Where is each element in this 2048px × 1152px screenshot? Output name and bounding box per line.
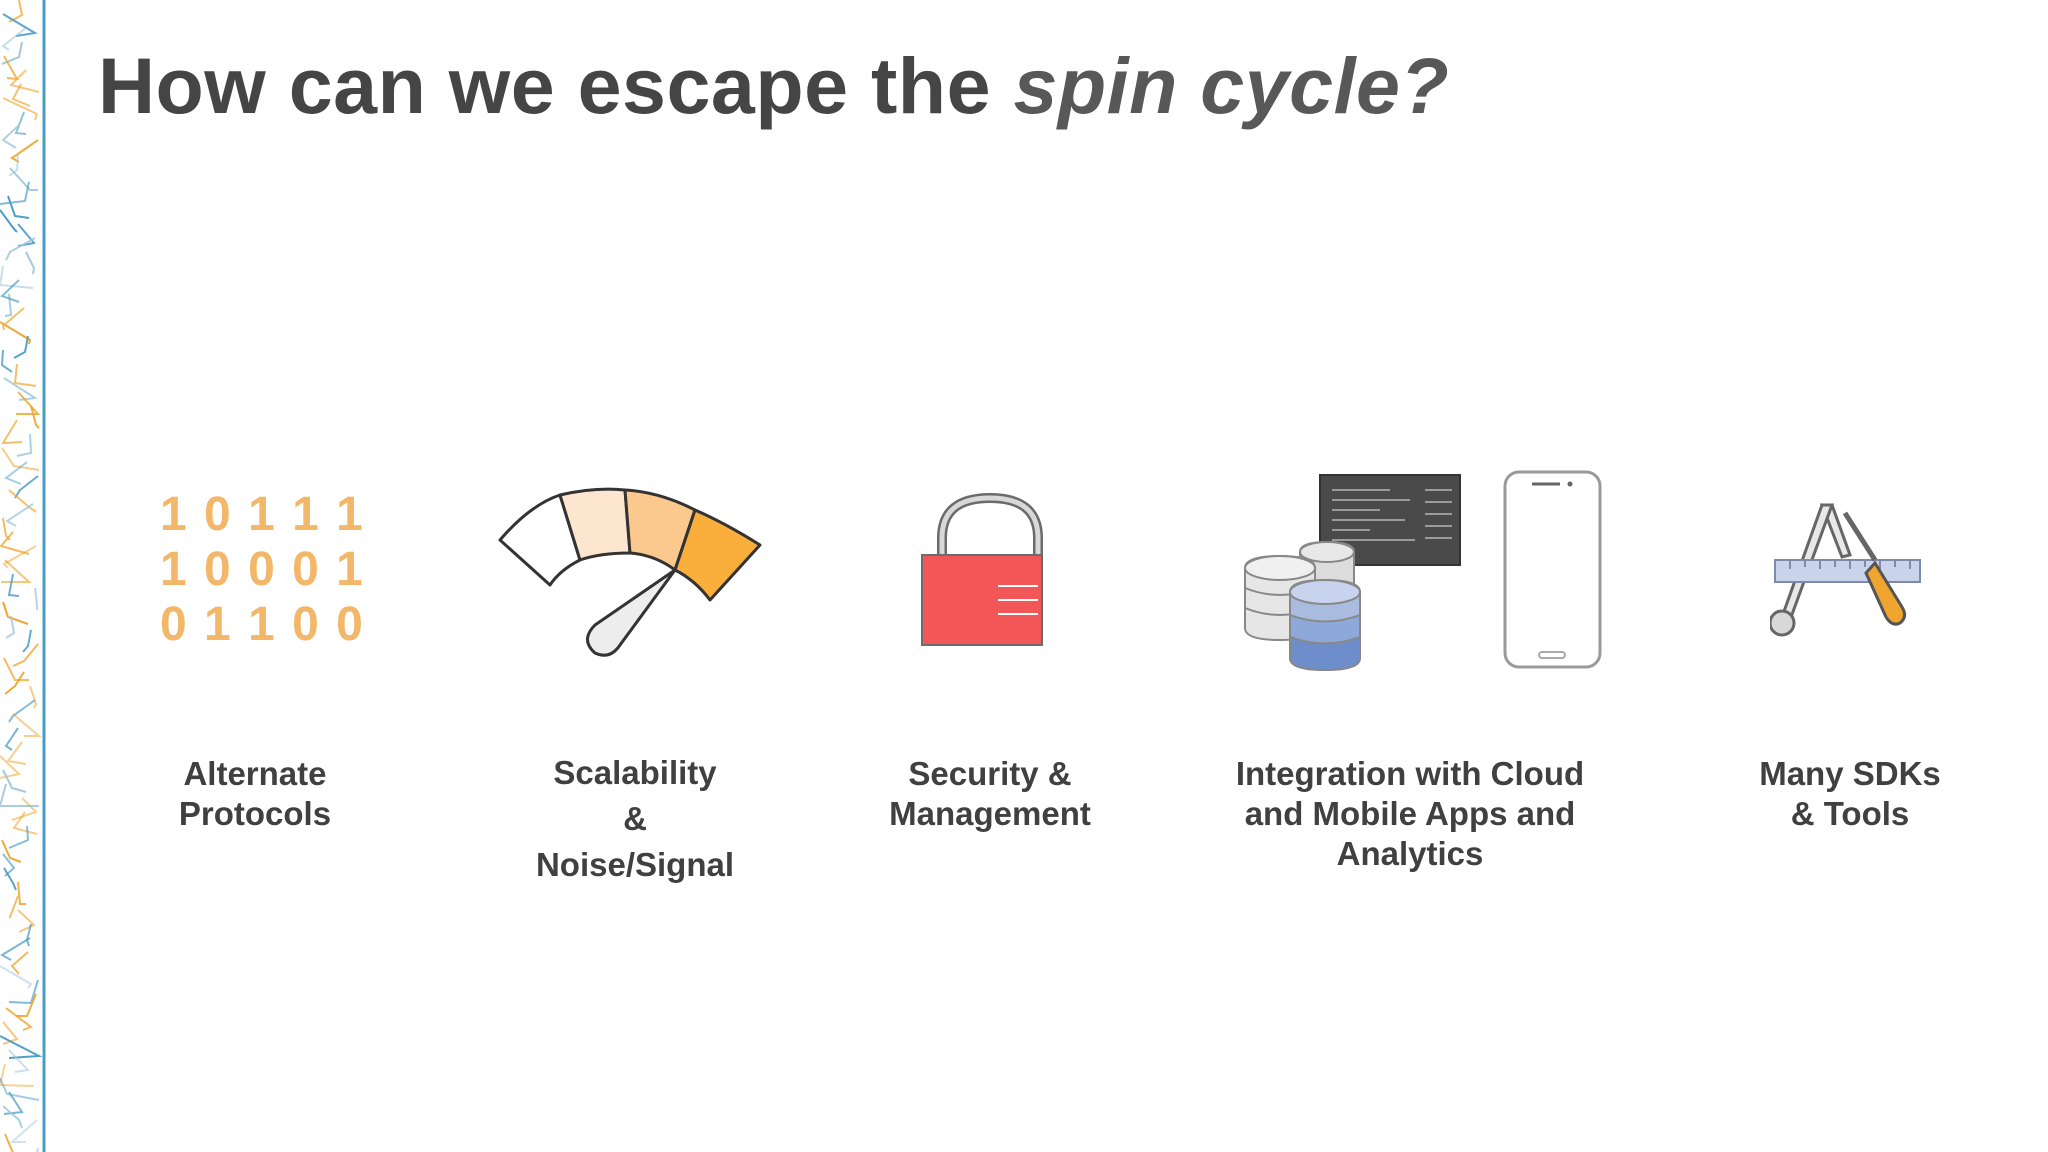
caption-line: Management [889, 795, 1091, 832]
circuit-line [0, 937, 31, 961]
circuit-line [0, 265, 34, 289]
binary-row-3: 0 1 1 0 0 1 1 0 [160, 598, 380, 651]
database-monitor-phone-icon [1244, 470, 1602, 672]
circuit-line [12, 713, 42, 737]
caption-line: Integration with Cloud [1235, 755, 1585, 792]
binary-row-1: 1 0 1 1 1 0 1 1 [160, 488, 380, 541]
circuit-line [2, 545, 37, 569]
caption-security: Security & Management [860, 754, 1120, 834]
circuit-line [8, 1049, 31, 1073]
circuit-line [1, 27, 27, 51]
circuit-line [2, 517, 11, 541]
circuit-line [14, 111, 27, 135]
circuit-line [9, 1119, 38, 1143]
speedometer-gauge-icon [498, 487, 762, 657]
circuit-line [16, 993, 37, 1017]
caption-line: Many SDKs [1759, 755, 1941, 792]
caption-line: Security & [908, 755, 1072, 792]
circuit-line [17, 909, 36, 933]
circuit-line [0, 783, 39, 807]
circuit-line [3, 461, 28, 485]
circuit-line [0, 531, 30, 555]
circuit-line [0, 1063, 35, 1087]
circuit-line [6, 741, 27, 765]
circuit-line [7, 195, 30, 219]
circuit-line [17, 881, 26, 905]
circuit-line [0, 321, 32, 345]
title-text: How can we escape the [98, 41, 1014, 130]
caption-line: Analytics [1336, 835, 1484, 872]
circuit-line [34, 587, 38, 610]
circuit-line [9, 895, 19, 918]
circuit-line [4, 727, 19, 751]
circuit-line [0, 181, 30, 205]
circuit-line [1, 559, 32, 583]
circuit-line [13, 335, 29, 359]
circuit-line [4, 671, 25, 695]
caption-line: and Mobile Apps and [1244, 795, 1576, 832]
circuit-line [5, 503, 34, 527]
caption-line: & Tools [1790, 795, 1910, 832]
circuit-line [22, 629, 32, 653]
circuit-line [11, 797, 38, 821]
slide-title: How can we escape the spin cycle? [98, 40, 1449, 132]
circuit-line [2, 13, 38, 37]
binary-row-2: 1 0 0 0 1 0 0 0 [160, 543, 380, 596]
circuit-line [2, 97, 39, 121]
circuit-line [0, 349, 13, 373]
circuit-line [1, 447, 40, 471]
caption-line: & [623, 800, 647, 837]
circuit-line [5, 615, 16, 639]
title-emphasis: spin cycle? [1013, 41, 1450, 130]
circuit-line [12, 643, 39, 667]
circuit-line [10, 951, 29, 975]
circuit-line [1, 307, 25, 331]
circuit-line [2, 769, 27, 793]
circuit-line [1, 419, 23, 445]
binary-digits-icon: 1 0 1 1 1 0 1 1 1 0 0 0 1 0 0 0 0 1 1 0 … [160, 488, 380, 651]
circuit-line [8, 979, 39, 1005]
circuit-line [13, 363, 37, 387]
caption-line: Noise/Signal [535, 846, 735, 883]
circuit-line [0, 1035, 43, 1059]
circuit-line [5, 237, 36, 261]
circuit-line [0, 1077, 40, 1101]
circuit-line [2, 1105, 23, 1129]
circuit-line [8, 825, 30, 849]
circuit-line [4, 1133, 14, 1152]
circuit-line [9, 167, 38, 191]
circuit-line [1, 125, 19, 149]
circuit-line [7, 573, 20, 597]
circuit-line [0, 209, 18, 233]
caption-sdks-tools: Many SDKs & Tools [1730, 754, 1970, 834]
circuit-line [8, 699, 36, 723]
padlock-icon [921, 492, 1043, 646]
caption-integration: Integration with Cloud and Mobile Apps a… [1220, 754, 1600, 874]
circuit-line [3, 657, 29, 681]
circuit-line [9, 69, 40, 93]
caption-line: Protocols [178, 795, 332, 832]
decorative-circuit-strip [0, 0, 48, 1152]
caption-line: Alternate [183, 755, 327, 792]
circuit-line [2, 601, 29, 625]
circuit-line [4, 293, 13, 317]
circuit-line [5, 1007, 34, 1031]
tools-ruler-screwdriver-icon [1770, 503, 1921, 637]
circuit-line [1, 839, 22, 863]
caption-alternate-protocols: Alternate Protocols [135, 754, 375, 834]
circuit-line [25, 251, 36, 275]
circuit-line [0, 965, 33, 989]
circuit-line [8, 153, 19, 177]
caption-line: Scalability [553, 754, 717, 791]
circuit-line [3, 867, 17, 891]
circuit-line [0, 279, 20, 303]
circuit-line [16, 391, 41, 415]
circuit-line [29, 685, 38, 709]
circuit-line [16, 433, 33, 457]
circuit-line [11, 83, 31, 107]
circuit-line [12, 811, 38, 835]
circuit-line [2, 1021, 19, 1045]
circuit-line [30, 405, 40, 429]
caption-scalability: Scalability & Noise/Signal [490, 750, 780, 888]
